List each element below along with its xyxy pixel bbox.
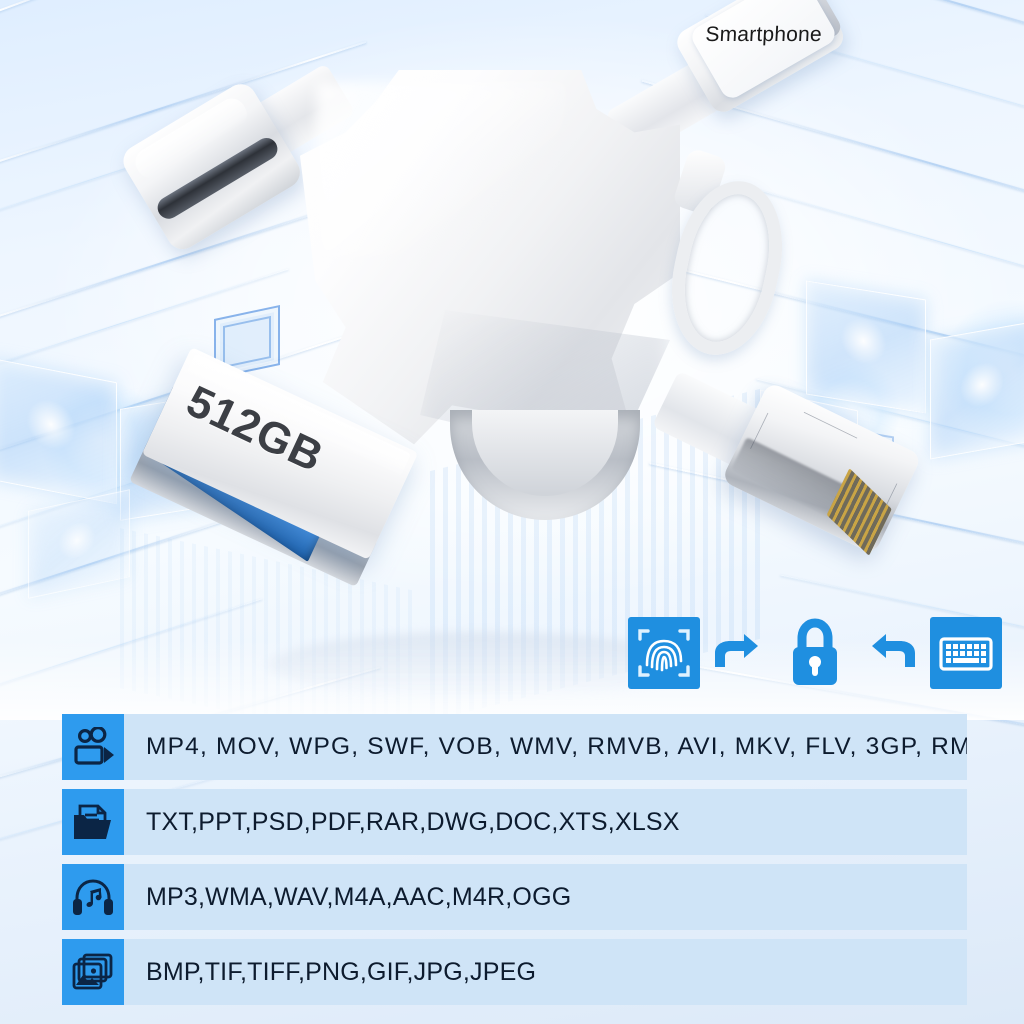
glass-cube [930,320,1024,460]
arrow-right-icon [710,624,762,682]
glass-cube [0,357,117,505]
format-row-document-text: TXT,PPT,PSD,PDF,RAR,DWG,DOC,XTS,XLSX [124,789,967,855]
micro-usb-connector [628,331,932,589]
format-row-document: TXT,PPT,PSD,PDF,RAR,DWG,DOC,XTS,XLSX [62,789,967,855]
format-row-video-text: MP4, MOV, WPG, SWF, VOB, WMV, RMVB, AVI,… [124,714,967,780]
format-row-video: MP4, MOV, WPG, SWF, VOB, WMV, RMVB, AVI,… [62,714,967,780]
feature-icon-row [628,612,1020,694]
padlock-icon [772,614,858,692]
usb-flash-drive: Smartphone 512GB [117,0,923,700]
arrow-left-icon [868,624,920,682]
headphones-music-icon [62,864,124,930]
fingerprint-icon [628,617,700,689]
smartphone-label-text: Smartphone [704,23,823,47]
photos-stack-icon [62,939,124,1005]
format-row-audio-text: MP3,WMA,WAV,M4A,AAC,M4R,OGG [124,864,967,930]
format-row-image: BMP,TIF,TIFF,PNG,GIF,JPG,JPEG [62,939,967,1005]
video-camera-icon [62,714,124,780]
document-folder-icon [62,789,124,855]
drive-body-highlight [316,82,566,262]
keyboard-icon [930,617,1002,689]
format-row-audio: MP3,WMA,WAV,M4A,AAC,M4R,OGG [62,864,967,930]
drive-reflection [270,632,690,698]
supported-formats-list: MP4, MOV, WPG, SWF, VOB, WMV, RMVB, AVI,… [62,714,967,1014]
format-row-image-text: BMP,TIF,TIFF,PNG,GIF,JPG,JPEG [124,939,967,1005]
